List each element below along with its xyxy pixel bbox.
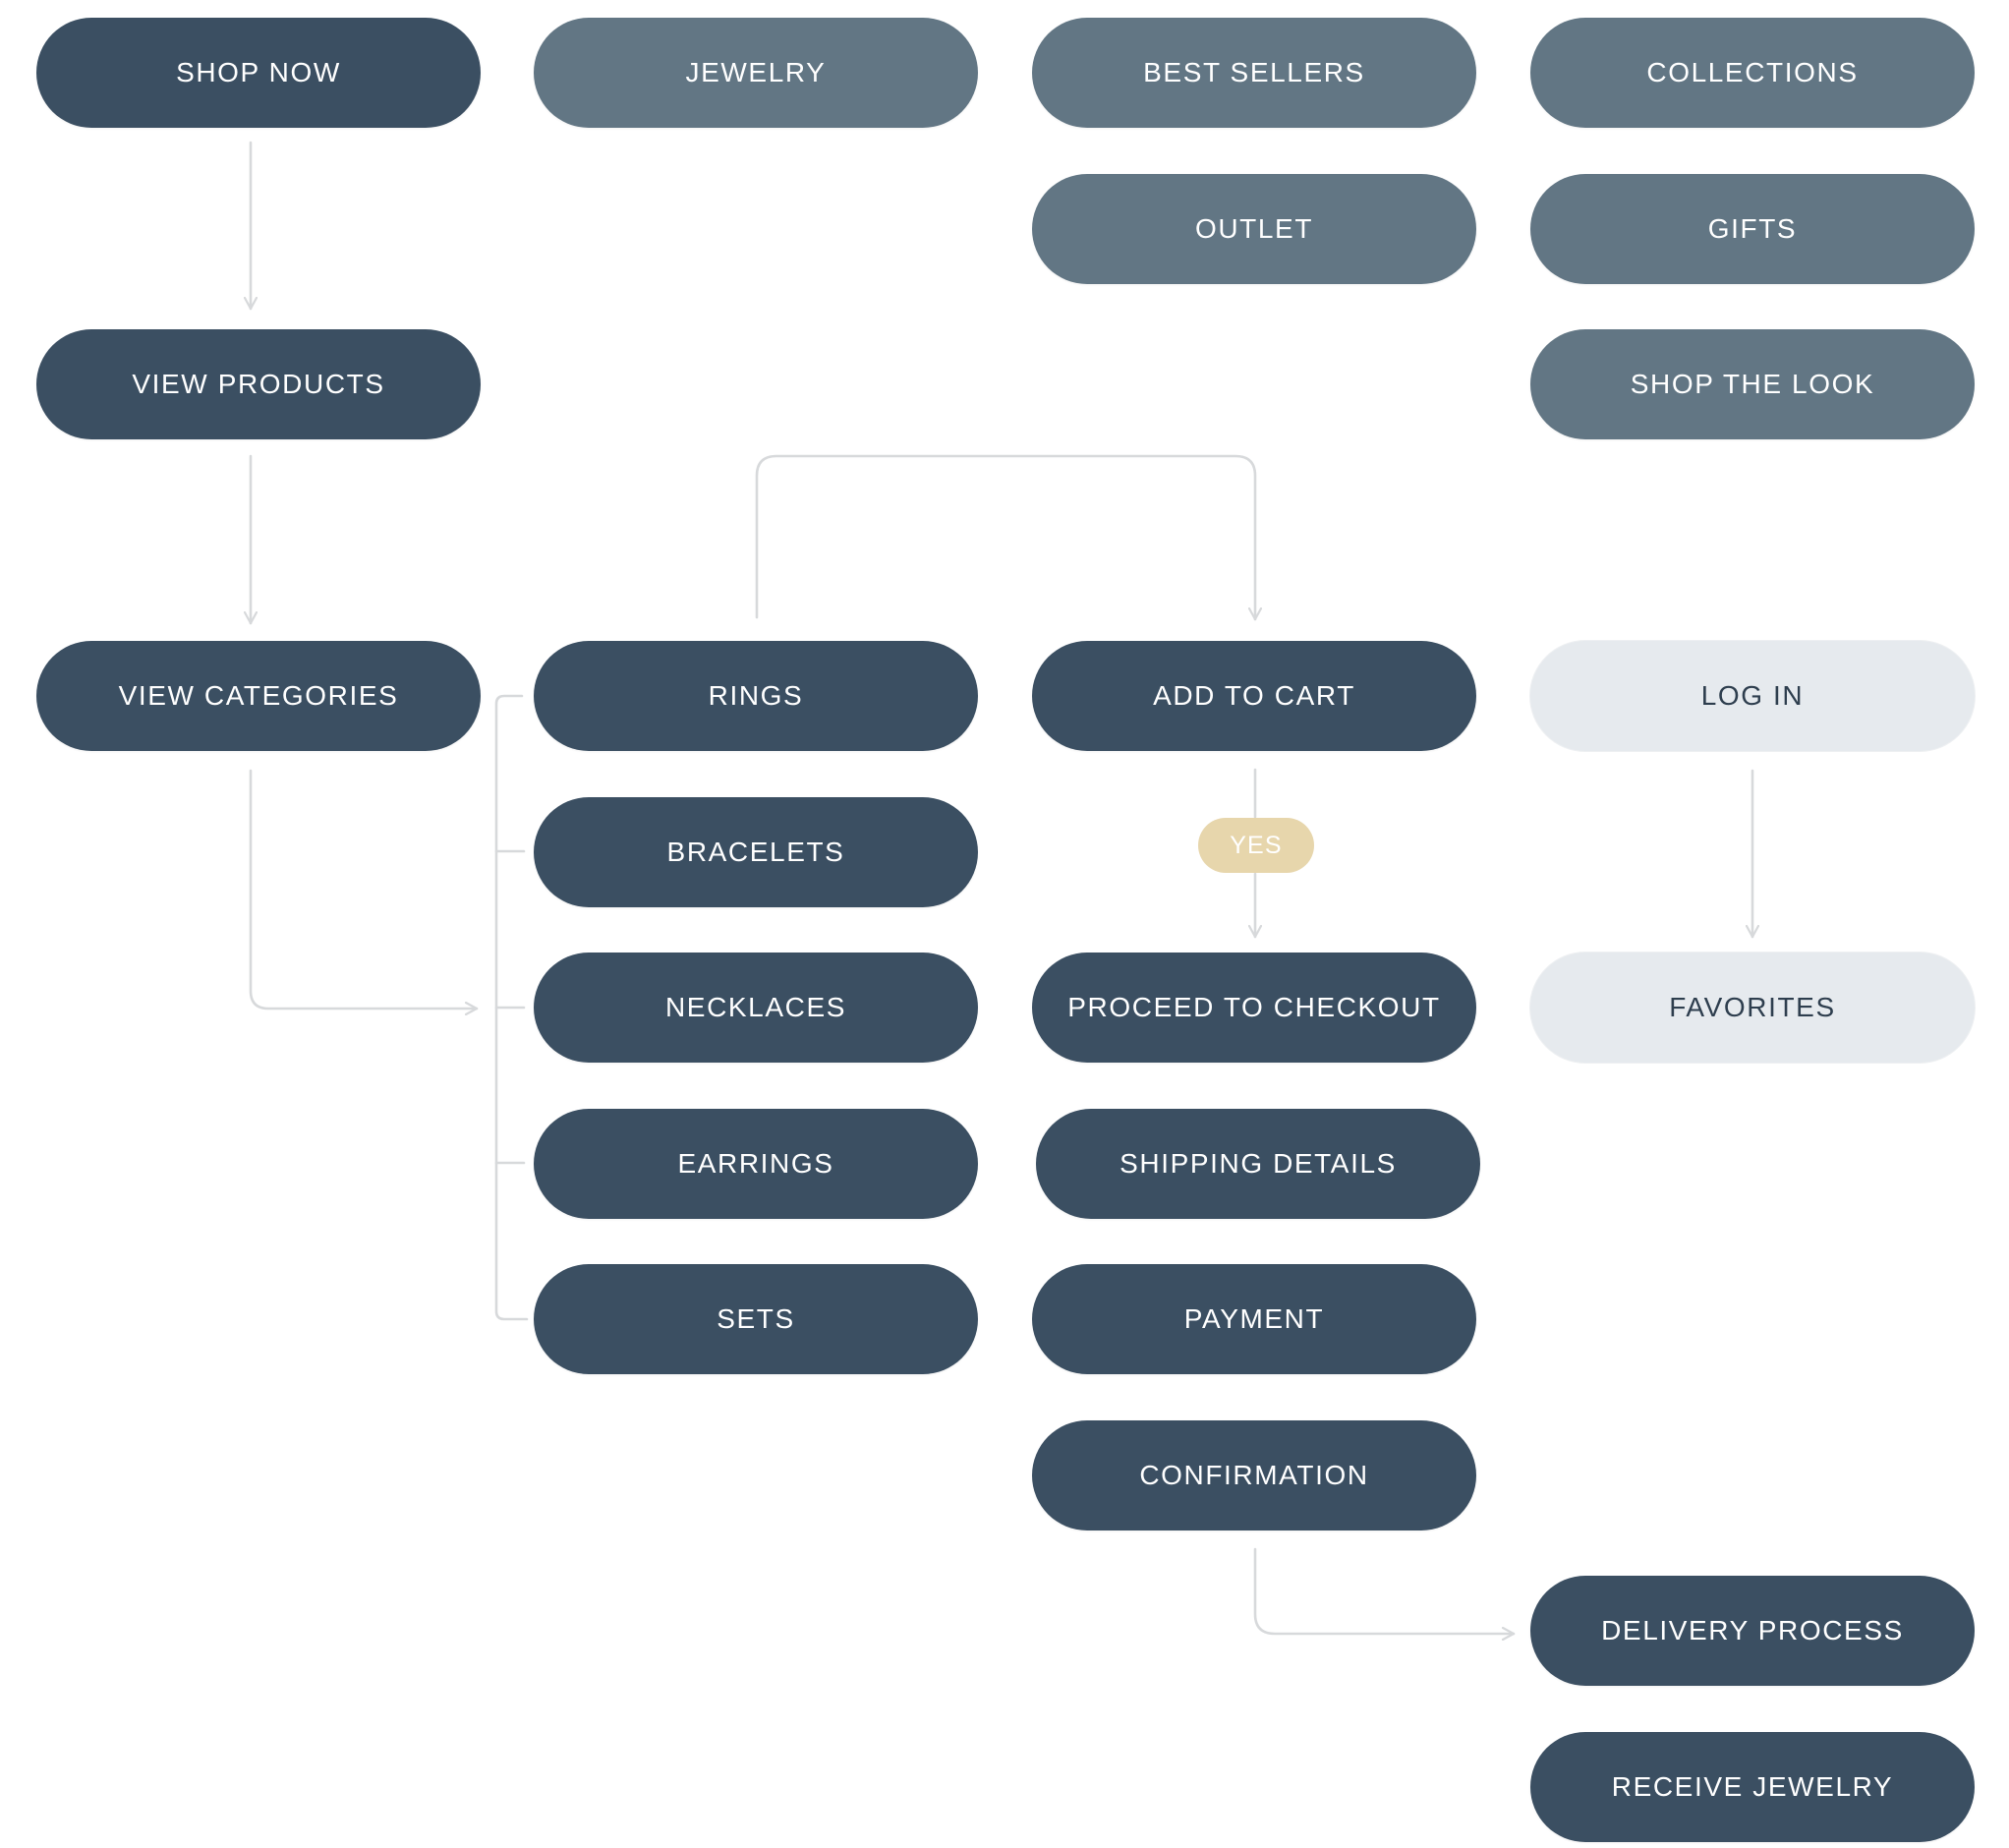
node-sets[interactable]: SETS	[534, 1264, 978, 1374]
node-log-in[interactable]: LOG IN	[1530, 641, 1975, 751]
node-outlet[interactable]: OUTLET	[1032, 174, 1476, 284]
edge-label-yes: YES	[1198, 818, 1314, 873]
node-view-products[interactable]: VIEW PRODUCTS	[36, 329, 481, 439]
node-confirmation[interactable]: CONFIRMATION	[1032, 1420, 1476, 1530]
node-shipping-details[interactable]: SHIPPING DETAILS	[1036, 1109, 1480, 1219]
node-collections[interactable]: COLLECTIONS	[1530, 18, 1975, 128]
edge-confirmation-to-delivery	[1253, 1547, 1516, 1634]
node-shop-now[interactable]: SHOP NOW	[36, 18, 481, 128]
node-add-to-cart[interactable]: ADD TO CART	[1032, 641, 1476, 751]
node-view-categories[interactable]: VIEW CATEGORIES	[36, 641, 481, 751]
node-best-sellers[interactable]: BEST SELLERS	[1032, 18, 1476, 128]
node-bracelets[interactable]: BRACELETS	[534, 797, 978, 907]
node-proceed-to-checkout[interactable]: PROCEED TO CHECKOUT	[1032, 953, 1476, 1063]
node-shop-the-look[interactable]: SHOP THE LOOK	[1530, 329, 1975, 439]
node-delivery-process[interactable]: DELIVERY PROCESS	[1530, 1576, 1975, 1686]
node-receive-jewelry[interactable]: RECEIVE JEWELRY	[1530, 1732, 1975, 1842]
node-payment[interactable]: PAYMENT	[1032, 1264, 1476, 1374]
node-necklaces[interactable]: NECKLACES	[534, 953, 978, 1063]
node-rings[interactable]: RINGS	[534, 641, 978, 751]
edge-rings-to-add-to-cart	[755, 454, 1255, 621]
node-earrings[interactable]: EARRINGS	[534, 1109, 978, 1219]
node-gifts[interactable]: GIFTS	[1530, 174, 1975, 284]
edge-view-categories-to-bracket	[249, 769, 479, 1009]
node-jewelry[interactable]: JEWELRY	[534, 18, 978, 128]
node-favorites[interactable]: FAVORITES	[1530, 953, 1975, 1063]
